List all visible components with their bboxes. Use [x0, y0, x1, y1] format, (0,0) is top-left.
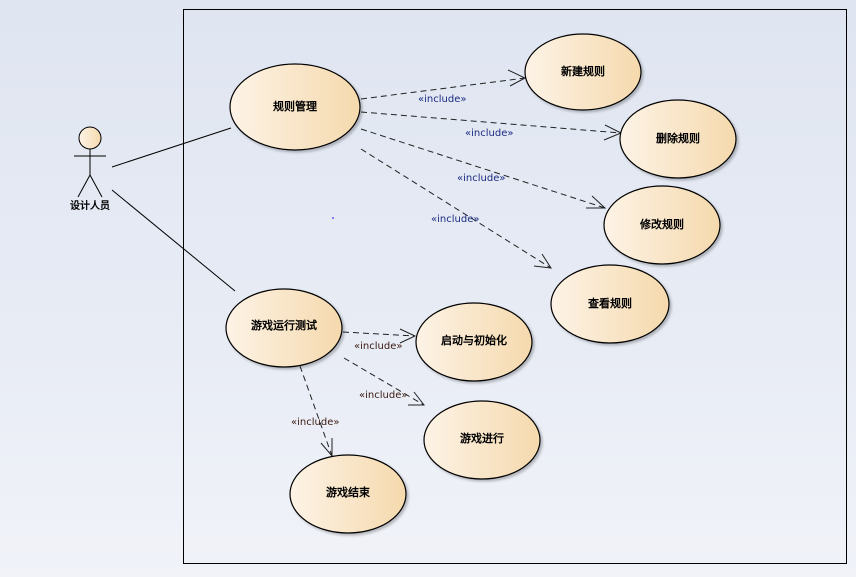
arrowhead-icon: [408, 391, 426, 406]
usecase-rule-mgmt[interactable]: 规则管理: [229, 63, 361, 151]
usecase-game-end[interactable]: 游戏结束: [289, 454, 407, 534]
include-label: «include»: [457, 173, 505, 184]
system-boundary: [183, 9, 847, 564]
include-view-rule[interactable]: «include»: [360, 148, 552, 269]
association-game-test[interactable]: [111, 189, 236, 292]
actor-label: 设计人员: [70, 199, 110, 212]
actor-head: [78, 126, 102, 150]
include-label: «include»: [359, 390, 407, 401]
usecase-ellipse: [423, 400, 541, 480]
connector-line: [360, 148, 552, 269]
include-label: 删除规则: [656, 131, 700, 145]
usecase-ellipse: [550, 264, 670, 344]
usecase-start-init[interactable]: 启动与初始化: [415, 302, 533, 382]
arrowhead-icon: [320, 438, 333, 458]
include-delete-rule[interactable]: «include»: [360, 111, 623, 141]
include-label: 游戏进行: [460, 431, 504, 445]
include-label: 修改规则: [639, 217, 684, 231]
include-label: 游戏结束: [326, 485, 371, 499]
association-rule-mgmt[interactable]: [111, 127, 232, 168]
arrowhead-icon: [586, 195, 607, 209]
include-start-init[interactable]: «include»: [342, 328, 417, 352]
usecase-ellipse: [229, 63, 361, 151]
connector-line: [360, 77, 526, 100]
usecase-ellipse: [619, 99, 737, 179]
usecase-delete-rule[interactable]: 删除规则: [619, 99, 737, 179]
usecase-ellipse: [225, 288, 343, 368]
connector-line: [343, 357, 425, 406]
include-game-end[interactable]: «include»: [291, 365, 339, 458]
usecase-game-run[interactable]: 游戏进行: [423, 400, 541, 480]
usecase-ellipse: [415, 302, 533, 382]
usecase-ellipse: [524, 33, 642, 111]
include-label: 查看规则: [588, 296, 632, 310]
include-label: «include»: [291, 417, 339, 428]
include-label: 规则管理: [273, 99, 317, 113]
connector-line: [299, 365, 333, 457]
connector-line: [89, 174, 103, 198]
actor-designer[interactable]: 设计人员: [70, 126, 110, 212]
include-label: «include»: [465, 128, 513, 139]
connector-line: [360, 111, 622, 134]
usecase-ellipse: [603, 185, 721, 265]
include-new-rule[interactable]: «include»: [360, 69, 527, 105]
usecase-new-rule[interactable]: 新建规则: [524, 33, 642, 111]
connector-line: [342, 331, 416, 337]
include-label: 启动与初始化: [441, 333, 507, 347]
include-label: «include»: [354, 341, 402, 352]
connector-line: [77, 174, 91, 198]
include-label: «include»: [418, 94, 466, 105]
include-modify-rule[interactable]: «include»: [360, 128, 607, 209]
arrowhead-icon: [507, 69, 527, 87]
include-label: «include»: [431, 214, 479, 225]
usecase-ellipse: [289, 454, 407, 534]
arrowhead-icon: [399, 328, 417, 344]
connector-line: [360, 128, 606, 209]
include-label: 游戏运行测试: [251, 318, 317, 332]
usecase-game-test[interactable]: 游戏运行测试: [225, 288, 343, 368]
usecase-modify-rule[interactable]: 修改规则: [603, 185, 721, 265]
include-label: 新建规则: [561, 64, 605, 78]
arrowhead-icon: [533, 253, 552, 269]
include-game-run[interactable]: «include»: [343, 357, 426, 406]
usecase-view-rule[interactable]: 查看规则: [550, 264, 670, 344]
stray-dot: [332, 217, 334, 219]
